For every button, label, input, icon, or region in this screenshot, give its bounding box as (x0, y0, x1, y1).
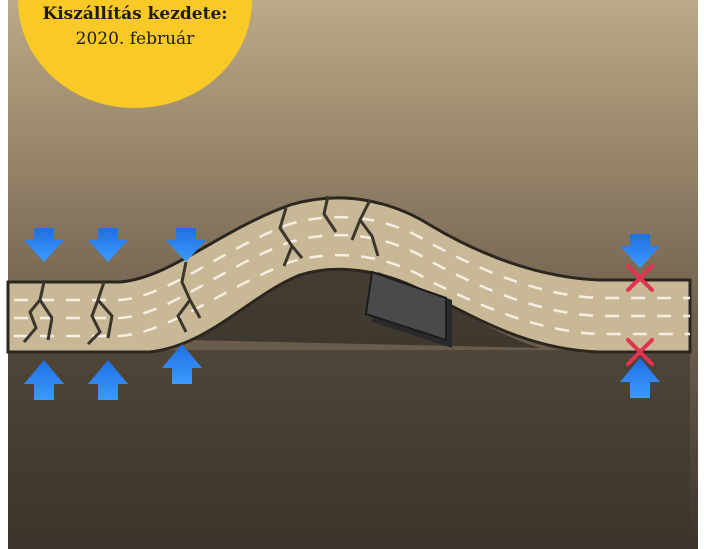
shipping-start-label: Kiszállítás kezdete: (18, 4, 252, 24)
shipping-start-date: 2020. február (18, 29, 252, 49)
